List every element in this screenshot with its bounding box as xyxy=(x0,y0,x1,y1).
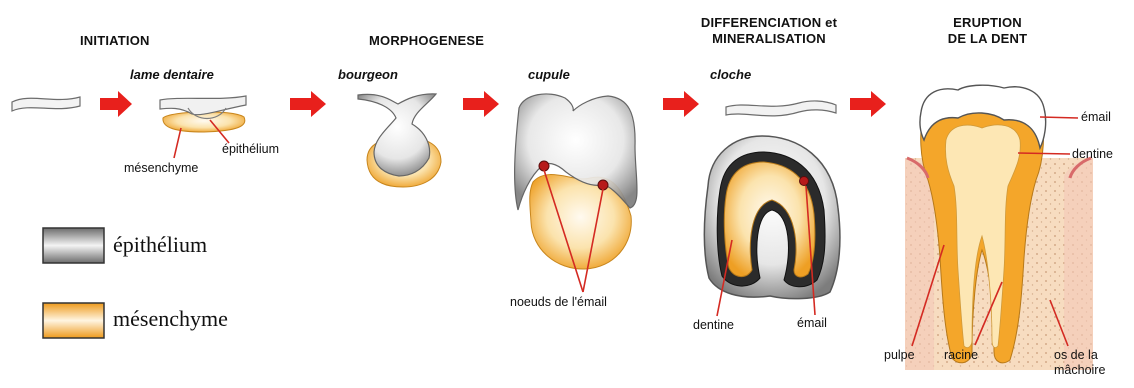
annotation-email-cloche: émail xyxy=(797,316,827,330)
initial-epithelium-shape xyxy=(12,97,80,111)
substage-cloche-label: cloche xyxy=(710,67,751,82)
legend-mesenchyme-label: mésenchyme xyxy=(113,306,228,332)
bourgeon-shape xyxy=(358,94,441,187)
annotation-os: os de la mâchoire xyxy=(1054,348,1105,378)
stage-eruption-line1: ERUPTION xyxy=(920,15,1055,31)
substage-cupule-label: cupule xyxy=(528,67,570,82)
annotation-pulpe: pulpe xyxy=(884,348,915,362)
annotation-noeuds: noeuds de l'émail xyxy=(510,295,607,309)
annotation-os-line1: os de la xyxy=(1054,348,1105,363)
substage-bourgeon-label: bourgeon xyxy=(338,67,398,82)
cupule-shape xyxy=(515,94,637,269)
stage-eruption-label: ERUPTION DE LA DENT xyxy=(920,15,1055,47)
annotation-epithelium: épithélium xyxy=(222,142,279,156)
annotation-os-line2: mâchoire xyxy=(1054,363,1105,378)
substage-lame-label: lame dentaire xyxy=(130,67,214,82)
legend-epithelium-swatch xyxy=(43,228,104,263)
stage-initiation-label: INITIATION xyxy=(80,33,150,48)
stage-differenciation-line2: MINERALISATION xyxy=(664,31,874,47)
lame-dentaire-shape xyxy=(160,96,246,132)
annotation-racine: racine xyxy=(944,348,978,362)
annotation-email-dent: émail xyxy=(1081,110,1111,124)
stage-eruption-line2: DE LA DENT xyxy=(920,31,1055,47)
stage-differenciation-line1: DIFFERENCIATION et xyxy=(664,15,874,31)
stage-morphogenese-label: MORPHOGENESE xyxy=(369,33,484,48)
erupted-tooth xyxy=(905,85,1093,370)
stage-differenciation-label: DIFFERENCIATION et MINERALISATION xyxy=(664,15,874,47)
legend-epithelium-label: épithélium xyxy=(113,232,207,258)
annotation-mesenchyme: mésenchyme xyxy=(124,161,198,175)
cloche-shape xyxy=(704,101,840,299)
annotation-dentine-cloche: dentine xyxy=(693,318,734,332)
legend-mesenchyme-swatch xyxy=(43,303,104,338)
annotation-dentine-dent: dentine xyxy=(1072,147,1113,161)
